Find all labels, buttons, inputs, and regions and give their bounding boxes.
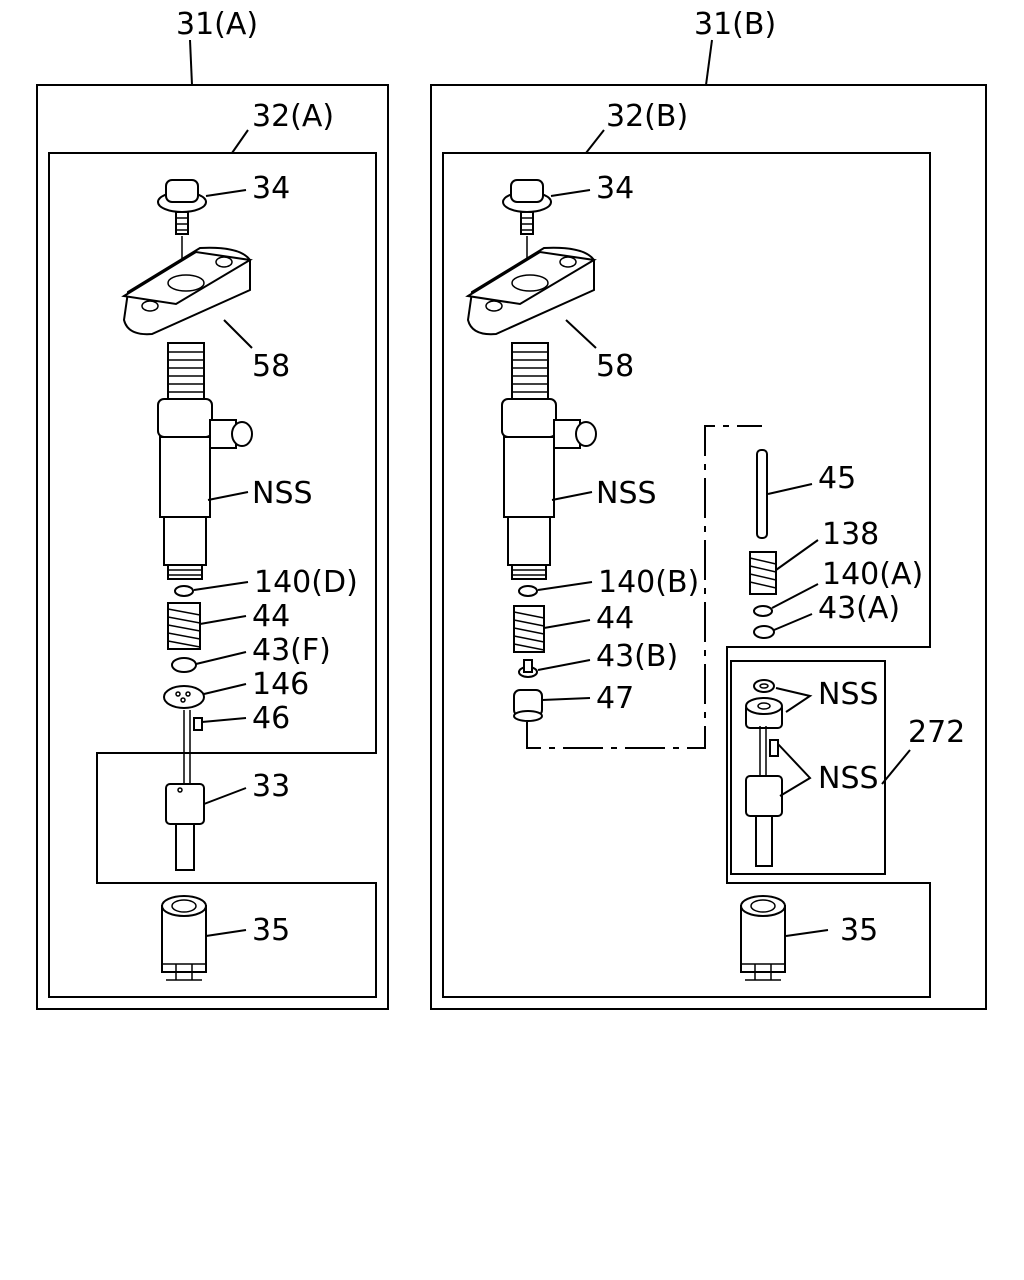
part-46-pin — [193, 717, 203, 731]
part-35-nut-a — [161, 895, 207, 981]
label-a-nss: NSS — [252, 476, 313, 511]
part-injector-body-b — [501, 342, 597, 580]
frame-32b — [442, 152, 931, 998]
label-a-43f: 43(F) — [252, 633, 331, 668]
label-b-138: 138 — [822, 517, 879, 552]
part-58-clamp-b — [465, 246, 597, 336]
label-sub-32b: 32(B) — [606, 99, 688, 134]
label-b-35: 35 — [840, 913, 878, 948]
part-272-kit-parts — [745, 679, 783, 867]
label-b-nss: NSS — [596, 476, 657, 511]
label-a-35: 35 — [252, 913, 290, 948]
part-injector-body-a — [157, 342, 253, 580]
part-35-nut-b — [740, 895, 786, 981]
label-b-140b: 140(B) — [598, 565, 699, 600]
part-44-spring-a — [167, 602, 201, 650]
label-a-33: 33 — [252, 769, 290, 804]
label-sub-32a: 32(A) — [252, 99, 334, 134]
part-138-spring — [749, 551, 777, 595]
label-a-46: 46 — [252, 701, 290, 736]
label-b-47: 47 — [596, 681, 634, 716]
label-group-31b: 31(B) — [694, 7, 776, 42]
label-b-34: 34 — [596, 171, 634, 206]
frame-31b — [430, 84, 987, 1010]
part-43a-washer — [753, 625, 775, 639]
part-140d-oring — [174, 585, 194, 597]
label-a-44: 44 — [252, 599, 290, 634]
part-146-plate — [163, 685, 205, 709]
part-43f-washer — [171, 657, 197, 673]
part-45-rod — [756, 449, 768, 539]
label-group-31a: 31(A) — [176, 7, 258, 42]
frame-32a — [48, 152, 377, 998]
dashed-connector — [526, 425, 762, 749]
label-b-44: 44 — [596, 601, 634, 636]
part-140b-oring — [518, 585, 538, 597]
part-34-bolt-b — [502, 179, 552, 235]
label-b-272: 272 — [908, 715, 965, 750]
part-58-clamp-a — [121, 246, 253, 336]
label-a-140d: 140(D) — [254, 565, 358, 600]
label-b-nss-2: NSS — [818, 761, 879, 796]
label-b-58: 58 — [596, 349, 634, 384]
label-b-43b: 43(B) — [596, 639, 678, 674]
label-b-140a: 140(A) — [822, 557, 923, 592]
part-43b-seat — [518, 659, 538, 678]
label-b-45: 45 — [818, 461, 856, 496]
label-a-58: 58 — [252, 349, 290, 384]
label-b-43a: 43(A) — [818, 591, 900, 626]
part-34-bolt-a — [157, 179, 207, 235]
label-a-146: 146 — [252, 667, 309, 702]
part-44-spring-b — [513, 605, 545, 653]
part-140a-oring — [753, 605, 773, 617]
part-33-nozzle — [165, 783, 205, 871]
frame-31a — [36, 84, 389, 1010]
label-b-nss-1: NSS — [818, 677, 879, 712]
part-47-cap — [513, 689, 543, 722]
frame-272 — [730, 660, 886, 875]
label-a-34: 34 — [252, 171, 290, 206]
